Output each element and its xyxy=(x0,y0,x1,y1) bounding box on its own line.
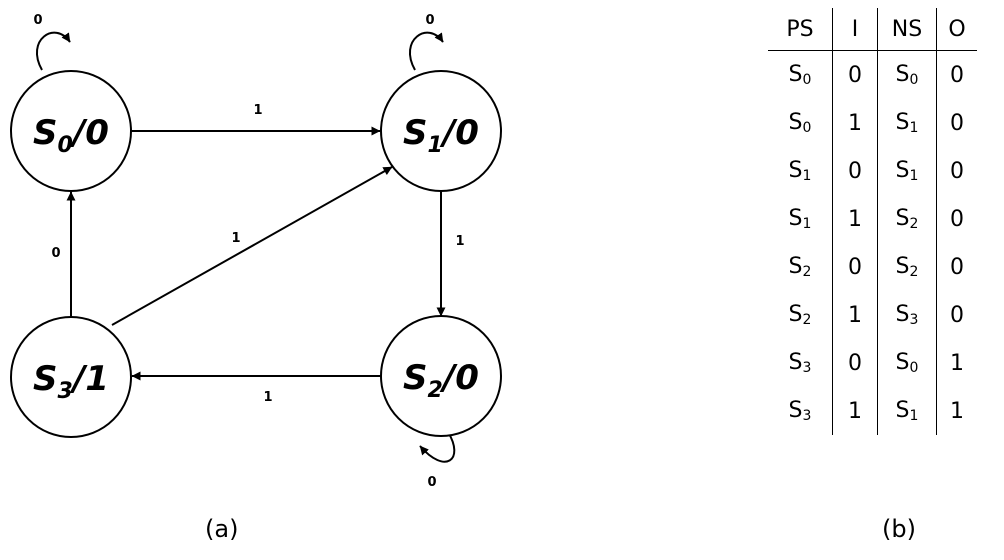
state-table: PS I NS O S0 0 S0 0 S0 1 S1 0 S1 0 S1 0 … xyxy=(768,8,977,435)
svg-text:S1/0: S1/0 xyxy=(403,113,479,158)
cell-ns: S2 xyxy=(877,243,937,291)
cell-i: 1 xyxy=(832,291,878,339)
cell-o: 0 xyxy=(936,291,977,339)
edge-label-s1-s1: 0 xyxy=(425,13,434,28)
cell-o: 0 xyxy=(936,243,977,291)
cell-o: 1 xyxy=(936,339,977,387)
table-header-row: PS I NS O xyxy=(768,8,977,51)
edge-s3-s1 xyxy=(111,166,393,326)
cell-ps: S2 xyxy=(788,254,812,280)
state-s0: S0/0 xyxy=(10,70,132,192)
caption-b: (b) xyxy=(882,515,916,543)
svg-text:S2/0: S2/0 xyxy=(403,358,479,403)
state-s1: S1/0 xyxy=(380,70,502,192)
cell-ns: S2 xyxy=(877,195,937,243)
cell-i: 1 xyxy=(832,387,878,435)
cell-ps: S0 xyxy=(788,62,812,88)
table-row: S1 0 S1 0 xyxy=(768,147,977,195)
cell-ps: S1 xyxy=(788,158,812,184)
cell-ns: S1 xyxy=(877,387,937,435)
table-row: S3 0 S0 1 xyxy=(768,339,977,387)
edge-label-s3-s1: 1 xyxy=(231,231,240,246)
cell-i: 0 xyxy=(832,147,878,195)
cell-ns: S1 xyxy=(877,147,937,195)
edge-label-s1-s2: 1 xyxy=(455,234,464,249)
cell-o: 1 xyxy=(936,387,977,435)
cell-ps: S3 xyxy=(788,350,812,376)
cell-i: 0 xyxy=(832,339,878,387)
cell-ps: S2 xyxy=(788,302,812,328)
state-s3: S3/1 xyxy=(10,316,132,438)
state-s2: S2/0 xyxy=(380,315,502,437)
table-row: S0 0 S0 0 xyxy=(768,50,977,99)
cell-o: 0 xyxy=(936,50,977,99)
cell-ps: S0 xyxy=(788,110,812,136)
edge-label-s0-s1: 1 xyxy=(253,103,262,118)
edge-s2-s2 xyxy=(419,431,456,463)
cell-o: 0 xyxy=(936,195,977,243)
header-o: O xyxy=(936,8,977,51)
table-row: S2 1 S3 0 xyxy=(768,291,977,339)
cell-ns: S0 xyxy=(877,339,937,387)
cell-ps: S3 xyxy=(788,398,812,424)
cell-i: 1 xyxy=(832,195,878,243)
edge-label-s2-s2: 0 xyxy=(427,475,436,490)
cell-i: 0 xyxy=(832,243,878,291)
cell-i: 0 xyxy=(832,50,878,99)
table-row: S3 1 S1 1 xyxy=(768,387,977,435)
cell-ps: S1 xyxy=(788,206,812,232)
cell-i: 1 xyxy=(832,99,878,147)
state-diagram: 0 1 0 1 0 1 0 1 S0/0 S1/0 S2/0 S3/1 xyxy=(10,13,502,490)
edge-label-s3-s0: 0 xyxy=(51,246,60,261)
edge-s1-s1 xyxy=(408,31,444,71)
svg-text:S3/1: S3/1 xyxy=(33,359,109,404)
edge-label-s2-s3: 1 xyxy=(263,390,272,405)
cell-ns: S3 xyxy=(877,291,937,339)
header-ps: PS xyxy=(768,8,833,51)
table-row: S1 1 S2 0 xyxy=(768,195,977,243)
header-i: I xyxy=(832,8,878,51)
cell-o: 0 xyxy=(936,147,977,195)
header-ns: NS xyxy=(877,8,937,51)
cell-ns: S0 xyxy=(877,50,937,99)
svg-text:S0/0: S0/0 xyxy=(33,113,109,158)
cell-o: 0 xyxy=(936,99,977,147)
table-row: S0 1 S1 0 xyxy=(768,99,977,147)
caption-a: (a) xyxy=(205,515,239,543)
table-row: S2 0 S2 0 xyxy=(768,243,977,291)
edge-s0-s0 xyxy=(35,31,71,71)
edge-label-s0-s0: 0 xyxy=(33,13,42,28)
cell-ns: S1 xyxy=(877,99,937,147)
